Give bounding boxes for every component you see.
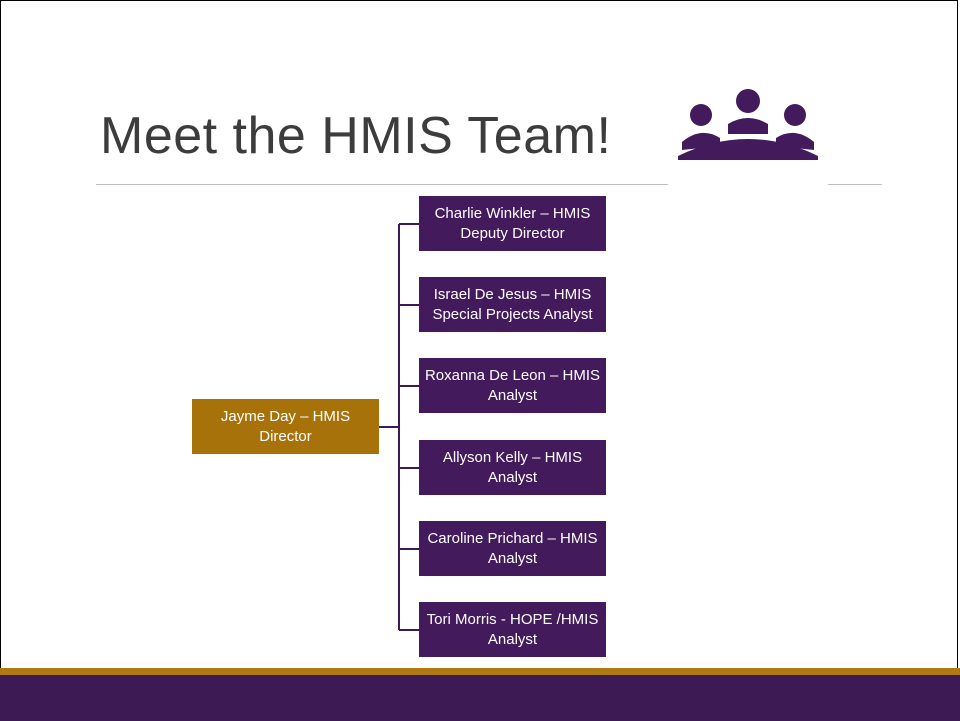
org-node-label: Israel De Jesus – HMIS Special Projects … bbox=[432, 285, 593, 323]
org-node-label: Tori Morris - HOPE /HMIS Analyst bbox=[426, 610, 599, 648]
footer-accent-bar bbox=[0, 668, 960, 675]
page-title: Meet the HMIS Team! bbox=[100, 107, 612, 165]
org-node-label: Allyson Kelly – HMIS Analyst bbox=[442, 448, 583, 486]
team-meeting-icon bbox=[668, 84, 828, 188]
org-node-member: Roxanna De Leon – HMIS Analyst bbox=[419, 358, 606, 413]
footer-bar bbox=[0, 675, 960, 721]
org-node-member: Tori Morris - HOPE /HMIS Analyst bbox=[419, 602, 606, 657]
org-node-director: Jayme Day – HMIS Director bbox=[192, 399, 379, 454]
org-node-member: Israel De Jesus – HMIS Special Projects … bbox=[419, 277, 606, 332]
org-node-member: Charlie Winkler – HMIS Deputy Director bbox=[419, 196, 606, 251]
org-node-label: Charlie Winkler – HMIS Deputy Director bbox=[434, 204, 591, 242]
org-node-member: Caroline Prichard – HMIS Analyst bbox=[419, 521, 606, 576]
org-node-label: Jayme Day – HMIS Director bbox=[220, 407, 351, 445]
org-node-label: Roxanna De Leon – HMIS Analyst bbox=[424, 366, 601, 404]
org-node-member: Allyson Kelly – HMIS Analyst bbox=[419, 440, 606, 495]
title-divider bbox=[96, 184, 882, 185]
org-node-label: Caroline Prichard – HMIS Analyst bbox=[427, 529, 598, 567]
